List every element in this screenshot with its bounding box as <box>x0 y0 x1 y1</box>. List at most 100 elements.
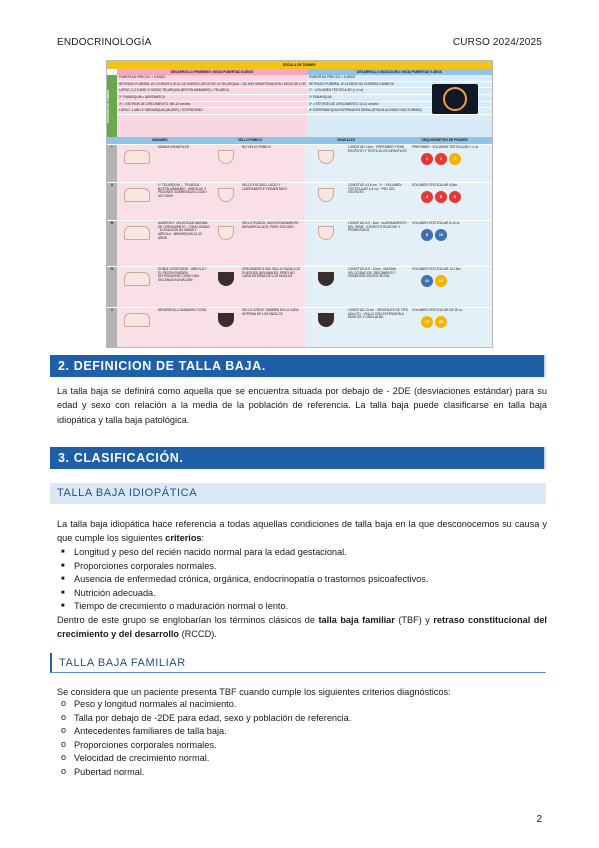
female-info-line: 3º = ESTIRÓN DE CRECIMIENTO: 8M-10 cm/añ… <box>117 102 307 109</box>
pubic-sketch <box>211 267 241 307</box>
genital-sketch <box>305 145 347 182</box>
stage-vello-text: NO VELLO PÚBICO <box>241 145 305 182</box>
list-item: Peso y longitud normales al nacimiento. <box>57 697 351 712</box>
orchidometer-bead: 20 <box>421 316 433 328</box>
female-info-line: LAPSO: 2-2.5 AÑO 1º SIGNO TELARQUIA (BOT… <box>117 88 307 96</box>
section-2-heading: 2. DEFINICION DE TALLA BAJA. <box>50 355 546 377</box>
male-info-line: 3º = ESTIRÓN DE CRECIMIENTO 10-12 cm/año <box>307 102 492 109</box>
orchidometer-bead: 10 <box>435 229 447 241</box>
stage-number: I <box>107 145 117 182</box>
stage-volume-text: VOLUMEN TESTICULAR 8-10 cc <box>412 221 460 225</box>
stage-vello-text: VELLO RIZADO, AÚN ESCASAMENTE DESARROLLA… <box>241 221 305 266</box>
section-3-heading: 3. CLASIFICACIÓN. <box>50 447 546 469</box>
closing-part: Dentro de este grupo se englobarían los … <box>57 615 319 625</box>
list-item: Talla por debajo de -2DE para edad, sexo… <box>57 711 351 726</box>
tanner-stage-row: IV DOBLE CONTORNO · AREOLA Y EL PEZÓN PUE… <box>107 266 492 307</box>
tanner-column-headers: MAMARIO VELLO PÚBICO GENITALES ORQUIDÓME… <box>107 137 492 144</box>
male-info-line: 4º ESPERMARQUIA ESPERMA EN ORINA (EYACUL… <box>307 108 492 116</box>
pubic-drawing <box>218 188 234 202</box>
stages-side-label: ESTADÍOS DE TANNER <box>107 75 117 137</box>
breast-sketch <box>117 308 157 347</box>
col-header-genitales: GENITALES <box>336 138 355 142</box>
stage-number: II <box>107 183 117 220</box>
intro-colon: : <box>201 533 205 544</box>
genital-drawing <box>318 313 334 327</box>
tanner-logo-image <box>432 84 478 114</box>
stage-mamario-text: MAMAS INFANTILES <box>157 145 211 182</box>
breast-drawing <box>124 272 150 286</box>
list-item: Antecedentes familiares de talla baja. <box>57 724 351 739</box>
pubic-drawing <box>218 226 234 240</box>
stage-mamario-text: DOBLE CONTORNO · AREOLA Y EL PEZÓN PUEDE… <box>157 267 211 307</box>
stage-volume-text: VOLUMEN TESTICULAR DE 20 cc <box>412 308 463 312</box>
male-header: DESARROLLO MASCULINO: INICIA PUBERTAD 9 … <box>307 69 492 75</box>
stage-vello-text: CRECIMIENTO DEL VELLO HACIA LOS PLIEGUES… <box>241 267 305 307</box>
breast-drawing <box>124 188 150 202</box>
male-info-line: 2º PUBARQUIA <box>307 95 492 102</box>
breast-sketch <box>117 183 157 220</box>
stage-mamario-text: DESARROLLO MAMARIO TOTAL <box>157 308 211 347</box>
list-item: Proporciones corporales normales. <box>57 560 428 574</box>
breast-drawing <box>124 226 150 240</box>
orchidometer-bead: 1 <box>421 153 433 165</box>
pubic-sketch <box>211 308 241 347</box>
pubic-drawing <box>218 150 234 164</box>
male-info-line: RETRASO PUBERAL Ø 14 AÑOS NO HUBIERA CAM… <box>307 82 492 89</box>
list-item: Ausencia de enfermedad crónica, orgánica… <box>57 573 428 587</box>
stage-number: V <box>107 308 117 347</box>
idiopathic-closing: Dentro de este grupo se englobarían los … <box>57 613 547 641</box>
orchidometer-bead: 8 <box>421 229 433 241</box>
female-header: DESARROLLO FEMENINO: INICIA PUBERTAD 8 A… <box>117 69 307 75</box>
female-info: PUBERTAD PRECOZ < 8 AÑOS RETRASO PUBERAL… <box>117 75 307 137</box>
genital-drawing <box>318 272 334 286</box>
orchidometer-bead: 6 <box>449 191 461 203</box>
pubic-sketch <box>211 145 241 182</box>
orchidometer-bead: 2 <box>435 153 447 165</box>
stage-vello-text: VELLO ESCASO, LACIO Y LIGERAMENTE PIGMEN… <box>241 183 305 220</box>
familiar-intro: Se considera que un paciente presenta TB… <box>57 687 451 697</box>
list-item: Tiempo de crecimiento o maduración norma… <box>57 600 428 614</box>
idiopathic-criteria-list: Longitud y peso del recién nacido normal… <box>57 546 428 614</box>
breast-drawing <box>124 313 150 327</box>
list-item: Velocidad de crecimiento normal. <box>57 751 351 766</box>
orchidometer-bead: 5 <box>435 191 447 203</box>
pubic-drawing <box>218 272 234 286</box>
stage-genitales-text: LONGITUD 6-9 - 10cm · MÁXIMA VELOCIDAD D… <box>347 267 411 307</box>
pubic-sketch <box>211 221 241 266</box>
page-number: 2 <box>536 814 542 825</box>
tanner-stage-rows: I MAMAS INFANTILES NO VELLO PÚBICO LONGITUD… <box>107 144 492 347</box>
list-item: Pubertad normal. <box>57 765 351 780</box>
female-info-line: RETRASO PUBERAL Ø >13 AÑOS o SI A LOS 5 … <box>117 82 307 89</box>
list-item: Proporciones corporales normales. <box>57 738 351 753</box>
closing-bold-rccd: retraso constitucional del crecimiento y… <box>57 615 547 639</box>
stage-mamario-text: 1º TELARQUIA ↔ TELARCA · BOTÓN MAMARIO ·… <box>157 183 211 220</box>
stage-genitales-text: LONGITUD ≤3.5 cm · 1º ↑ VOLUMEN TESTICUL… <box>347 183 411 220</box>
stage-volume-text: VOLUMEN TESTICULAR 12-15cc <box>412 267 461 271</box>
orchidometer-bead: 12 <box>421 275 433 287</box>
stage-volume-text: PREPUBER · VOLUMEN TESTICULAR < 4 cc <box>412 145 479 149</box>
male-info: PUBERTAD PRECOZ < 9 AÑOS RETRASO PUBERAL… <box>307 75 492 137</box>
orchidometer-bead: 15 <box>435 275 447 287</box>
stage-mamario-text: AUMENTO: VELOCIDAD MÁXIMA DE CRECIMIENTO… <box>157 221 211 266</box>
genital-sketch <box>305 308 347 347</box>
list-item: Nutrición adecuada. <box>57 587 428 601</box>
male-info-line: 1º ↑ VOLUMEN TESTICULAR (> 4 cc) <box>307 88 492 96</box>
female-info-line: PUBERTAD PRECOZ < 8 AÑOS <box>117 75 307 82</box>
genital-sketch <box>305 221 347 266</box>
col-header-vello: VELLO PÚBICO <box>238 138 262 142</box>
stage-number: IV <box>107 267 117 307</box>
stage-genitales-text: LONGITUD 13 cm · GENITALES DE TIPO ADULT… <box>347 308 411 347</box>
stage-volume-text: VOLUMEN TESTICULAR 4-8cc <box>412 183 458 187</box>
list-item: Longitud y peso del recién nacido normal… <box>57 546 428 560</box>
col-header-mamario: MAMARIO <box>152 138 168 142</box>
stage-genitales-text: LONGITUD 5-9 - 6cm · ALARGAMIENTO DEL PE… <box>347 221 411 266</box>
familiar-criteria-list: Peso y longitud normales al nacimiento. … <box>57 697 351 780</box>
subheading-talla-baja-idiopatica: TALLA BAJA IDIOPÁTICA <box>50 483 546 504</box>
